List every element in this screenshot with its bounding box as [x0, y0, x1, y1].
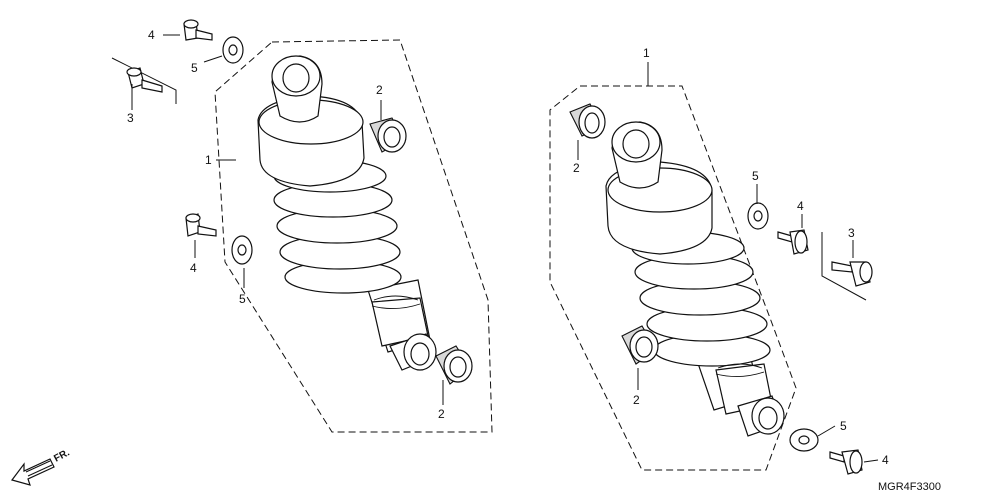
right-upper-bushing: [569, 103, 606, 139]
label-left-bolt-long: 3: [127, 111, 134, 125]
right-bolt-bottom: [829, 449, 863, 475]
right-group-outline: [549, 85, 797, 471]
left-lower-bushing: [435, 345, 473, 385]
label-right-bushing-bottom: 2: [633, 393, 640, 407]
left-shock-absorber: [257, 55, 437, 371]
right-washer-top: [747, 202, 769, 230]
front-direction-indicator: FR.: [10, 447, 72, 486]
label-left-bolt-bottom: 4: [190, 261, 197, 275]
label-left-bolt-top: 4: [148, 28, 155, 42]
label-left-bushing-bottom: 2: [438, 407, 445, 421]
label-right-bolt-long: 3: [848, 226, 855, 240]
label-right-bushing-top: 2: [573, 161, 580, 175]
label-left-washer-bottom: 5: [239, 292, 246, 306]
left-bolt-top: [183, 19, 213, 41]
left-washer-bottom: [231, 235, 253, 265]
label-right-bolt-bottom: 4: [882, 453, 889, 467]
left-assembly: 4 5 3 1 2 4 5 2: [111, 19, 493, 433]
label-right-washer-top: 5: [752, 169, 759, 183]
left-group-outline: [214, 39, 493, 433]
label-right-washer-bottom: 5: [840, 419, 847, 433]
label-left-bushing-top: 2: [376, 83, 383, 97]
label-right-shock: 1: [643, 46, 650, 60]
label-right-bolt-top: 4: [797, 199, 804, 213]
label-left-washer-top: 5: [191, 61, 198, 75]
left-washer-top: [222, 36, 244, 64]
front-arrow-icon: [10, 458, 55, 486]
right-assembly: 1 2 5 4 3 2 5 4: [549, 46, 889, 475]
left-bolt-long: [111, 57, 177, 104]
diagram-code: MGR4F3300: [878, 481, 941, 493]
left-bolt-bottom: [185, 213, 217, 237]
label-left-shock: 1: [205, 153, 212, 167]
right-bolt-top: [777, 229, 809, 255]
right-shock-absorber: [605, 121, 785, 437]
right-washer-bottom: [789, 428, 819, 452]
right-bolt-long: [821, 232, 873, 301]
left-upper-bushing: [369, 117, 407, 153]
front-label: FR.: [52, 447, 72, 464]
right-lower-bushing: [621, 325, 659, 365]
